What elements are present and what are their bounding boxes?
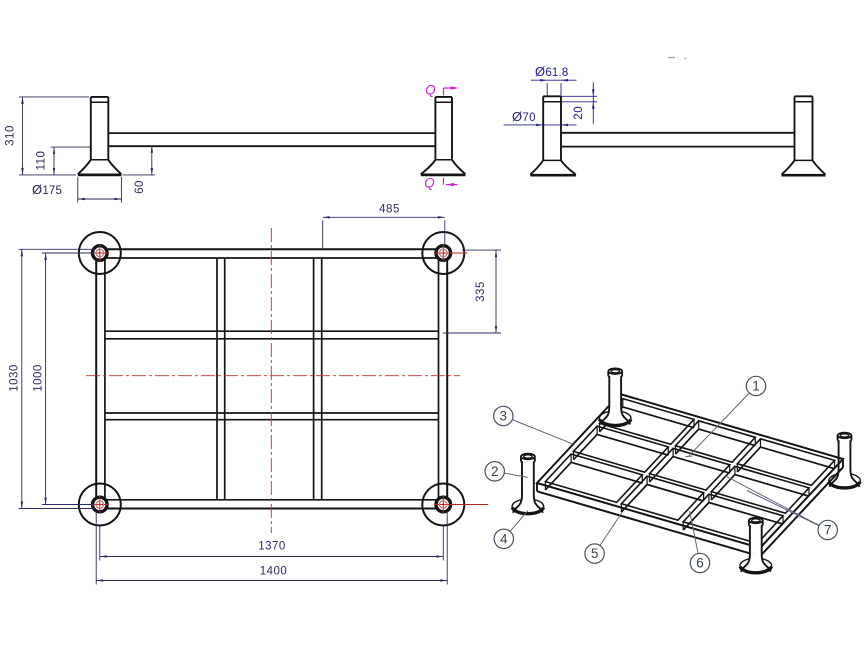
svg-text:1030: 1030 xyxy=(9,364,21,392)
svg-text:2: 2 xyxy=(491,464,499,479)
svg-text:Ø61.8: Ø61.8 xyxy=(535,64,569,79)
svg-text:Q: Q xyxy=(424,176,435,191)
svg-text:4: 4 xyxy=(500,531,508,546)
svg-text:Ø70: Ø70 xyxy=(512,109,536,124)
svg-text:110: 110 xyxy=(36,151,48,171)
svg-text:20: 20 xyxy=(573,106,585,120)
svg-text:7: 7 xyxy=(824,523,832,538)
svg-text:5: 5 xyxy=(591,546,599,561)
svg-text:1000: 1000 xyxy=(33,364,45,392)
svg-text:Q: Q xyxy=(425,83,436,98)
svg-text:1370: 1370 xyxy=(258,541,286,553)
svg-text:6: 6 xyxy=(696,556,704,571)
svg-text:1: 1 xyxy=(752,379,760,394)
svg-text:310: 310 xyxy=(4,125,16,146)
svg-text:335: 335 xyxy=(475,281,487,302)
svg-text:Ø175: Ø175 xyxy=(32,182,62,197)
svg-text:485: 485 xyxy=(379,204,400,216)
svg-text:1400: 1400 xyxy=(260,566,288,578)
svg-text:60: 60 xyxy=(134,180,146,194)
svg-text:3: 3 xyxy=(500,409,508,424)
